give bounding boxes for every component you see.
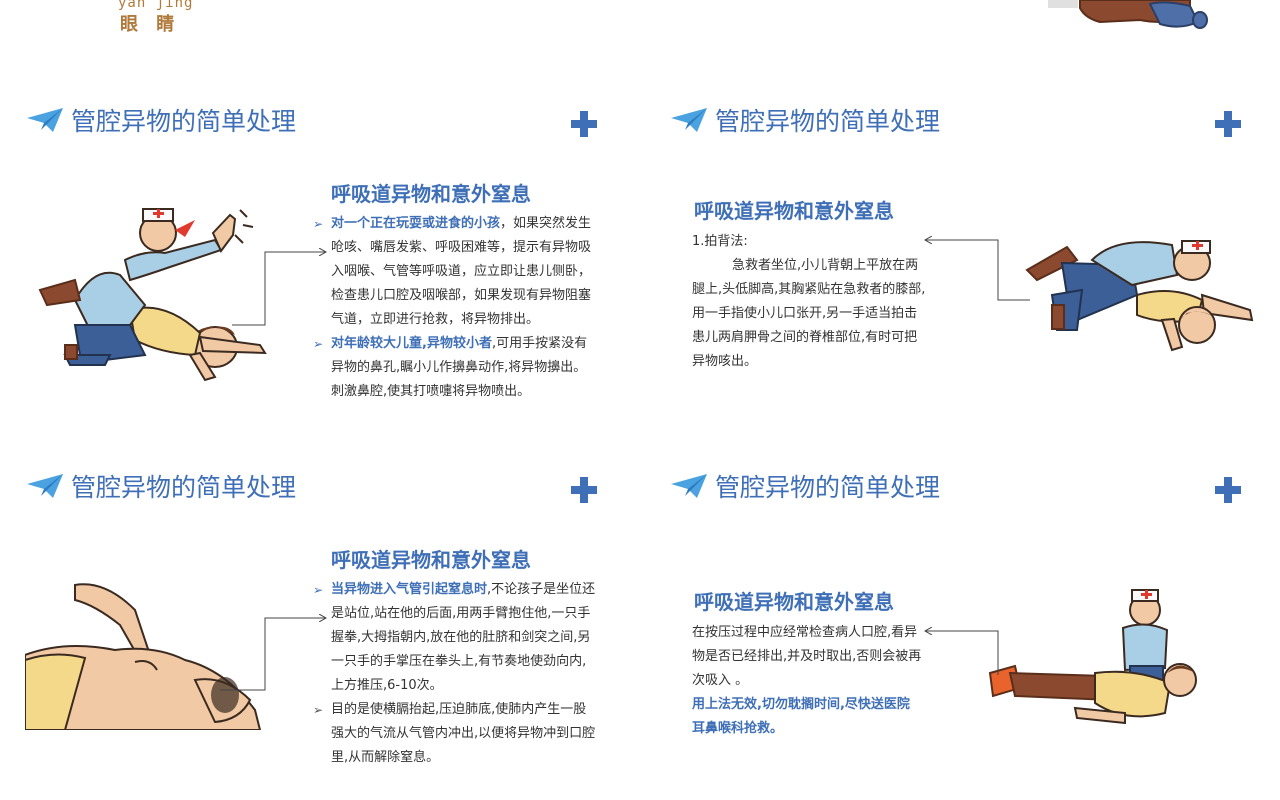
top-rescue-illustration [1048,0,1208,29]
arrow-bullet-icon: ➢ [313,703,324,717]
head-tilt-illustration [25,583,262,730]
paper-plane-icon [671,474,707,498]
plus-icon [1215,477,1241,503]
paper-plane-icon [671,108,707,132]
item-text: 目的是使横膈抬起,压迫肺底,使肺内产生一股强大的气流从气管内冲出,以便将异物冲到… [331,702,596,765]
warning-text: 用上法无效,切勿耽搁时间,尽快送医院耳鼻喉科抢救。 [692,697,910,736]
back-blow-illustration [1025,240,1254,352]
arrow-bullet-icon: ➢ [313,337,324,351]
item-emphasis: 当异物进入气管引起窒息时 [331,582,488,597]
arrow-bullet-icon: ➢ [313,217,324,231]
plus-icon [571,111,597,137]
bullet-item: ➢ 目的是使横膈抬起,压迫肺底,使肺内产生一股强大的气流从气管内冲出,以便将异物… [313,698,596,770]
method-label: 1.拍背法: [692,234,748,249]
section-heading: 呼吸道异物和意外窒息 [331,182,531,206]
item-emphasis: 对一个正在玩耍或进食的小孩 [331,216,501,231]
paper-plane-icon [27,108,63,132]
bullet-item: ➢ 对年龄较大儿童,异物较小者,可用手按紧没有异物的鼻孔,瞩小儿作擤鼻动作,将异… [313,332,596,404]
item-emphasis: 对年龄较大儿童,异物较小者 [331,336,492,351]
section-heading: 呼吸道异物和意外窒息 [331,548,531,572]
panel-title: 管腔异物的简单处理 [715,107,941,136]
section-body: 在按压过程中应经常检查病人口腔,看异物是否已经排出,并及时取出,否则会被再次吸入… [692,621,922,741]
logo-pinyin: yan jing [118,0,194,11]
plus-icon [571,477,597,503]
item-text: ,不论孩子是坐位还是站位,站在他的后面,用两手臂抱住他,一只手握拳,大拇指朝内,… [331,582,596,693]
panel-title: 管腔异物的简单处理 [715,473,941,502]
bullet-item: ➢ 当异物进入气管引起窒息时,不论孩子是坐位还是站位,站在他的后面,用两手臂抱住… [313,578,596,698]
bullet-item: ➢ 对一个正在玩耍或进食的小孩，如果突然发生呛咳、嘴唇发紫、呼吸困难等，提示有异… [313,212,596,332]
section-heading: 呼吸道异物和意外窒息 [694,199,894,223]
panel-title: 管腔异物的简单处理 [71,473,297,502]
item-text: ,可用手按紧没有异物的鼻孔,瞩小儿作擤鼻动作,将异物擤出。刺激鼻腔,使其打喷嚏将… [331,336,588,399]
section-body: ➢ 对一个正在玩耍或进食的小孩，如果突然发生呛咳、嘴唇发紫、呼吸困难等，提示有异… [313,212,596,404]
section-body: ➢ 当异物进入气管引起窒息时,不论孩子是坐位还是站位,站在他的后面,用两手臂抱住… [313,578,596,770]
section-heading: 呼吸道异物和意外窒息 [694,590,894,614]
abdominal-thrust-illustration [988,589,1197,725]
connector-arrow-2 [926,240,1030,301]
panel-title: 管腔异物的简单处理 [71,107,297,136]
paper-plane-icon [27,474,63,498]
method-text: 急救者坐位,小儿背朝上平放在两腿上,头低脚高,其胸紧贴在急救者的膝部,用一手指使… [692,258,926,369]
check-text: 在按压过程中应经常检查病人口腔,看异物是否已经排出,并及时取出,否则会被再次吸入… [692,625,922,688]
section-body: 1.拍背法: 急救者坐位,小儿背朝上平放在两腿上,头低脚高,其胸紧贴在急救者的膝… [692,230,927,374]
item-text: ，如果突然发生呛咳、嘴唇发紫、呼吸困难等，提示有异物吸入咽喉、气管等呼吸道，应立… [331,216,592,327]
arrow-bullet-icon: ➢ [313,583,324,597]
side-lying-rescue-illustration [38,208,267,382]
plus-icon [1215,111,1241,137]
logo-chinese: 眼 睛 [120,14,181,35]
